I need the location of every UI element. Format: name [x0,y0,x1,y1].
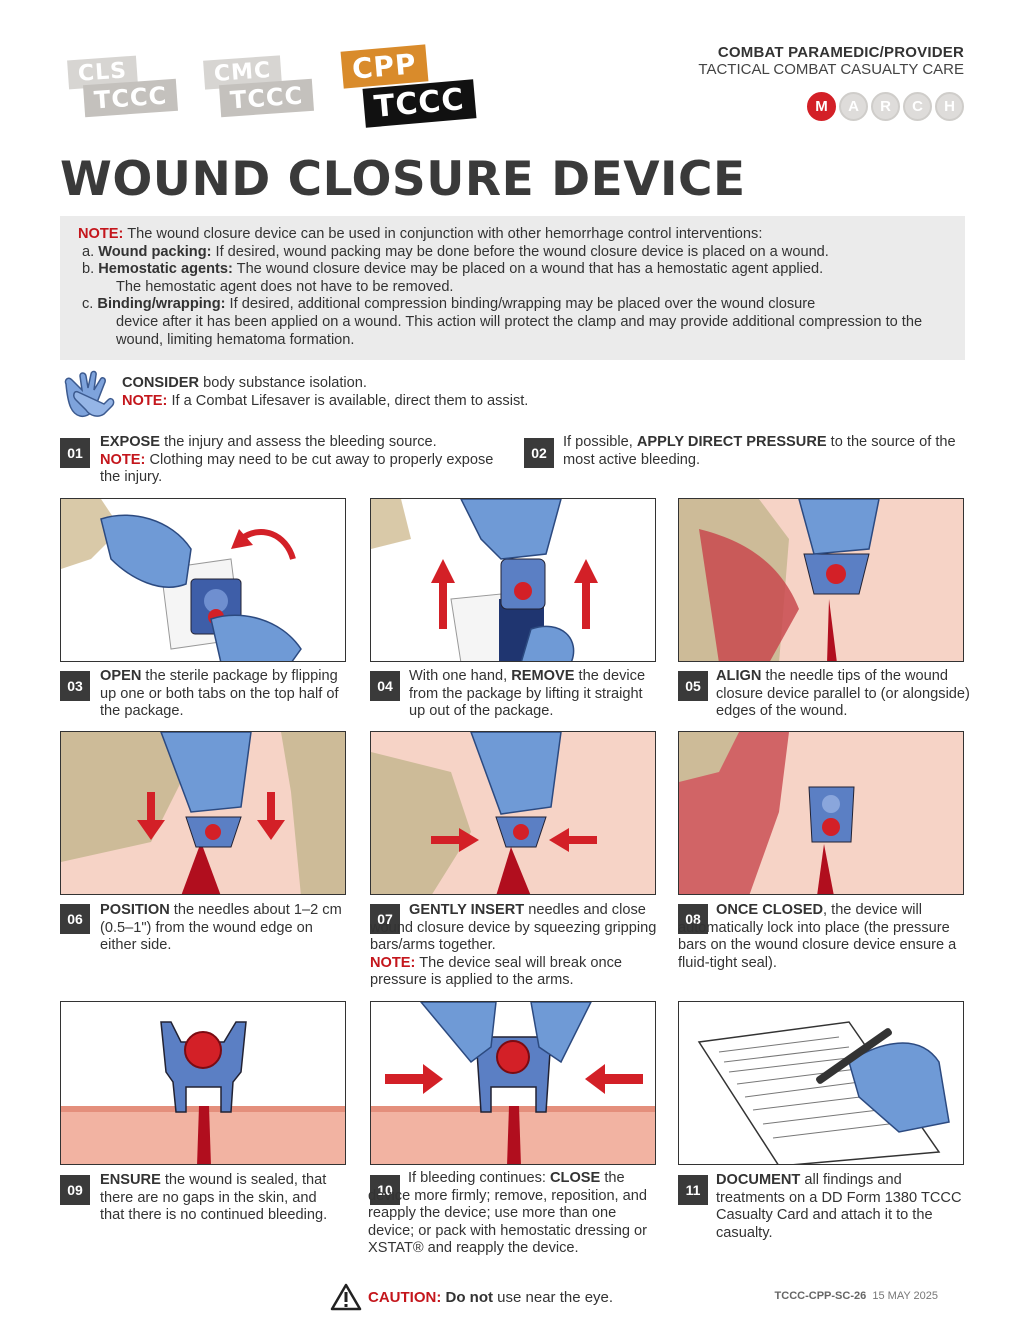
gloves-icon [64,370,115,418]
step-number: 07 [370,904,400,934]
note-box: NOTE: The wound closure device can be us… [60,216,965,360]
march-indicator: M A R C H [807,92,964,121]
note-intro: NOTE: The wound closure device can be us… [78,226,763,242]
footer: TCCC-CPP-SC-26 15 MAY 2025 [775,1290,938,1302]
note-item-c: c. Binding/wrapping: If desired, additio… [82,296,816,313]
caution-row: CAUTION: Do not use near the eye. [330,1283,613,1311]
badge-cls-bottom: TCCC [82,78,179,118]
header-line1: COMBAT PARAMEDIC/PROVIDER [717,44,964,61]
doc-code: TCCC-CPP-SC-26 [774,1290,867,1302]
march-r: R [871,92,900,121]
step-07-text: GENTLY INSERT needles and close wound cl… [370,902,657,989]
step-03-text: OPEN the sterile package by flipping up … [100,668,339,720]
step-number: 04 [370,671,400,701]
step-number: 05 [678,671,708,701]
step-number: 02 [524,438,554,468]
panel-07-illustration [370,731,656,895]
note-item-b: b. Hemostatic agents: The wound closure … [82,261,824,278]
badge-cpp-top: CPP [340,44,429,89]
march-c: C [903,92,932,121]
warning-icon [330,1283,362,1311]
note-label: NOTE: [78,226,124,242]
consider-text: CONSIDER body substance isolation. NOTE:… [122,375,529,409]
panel-11-illustration [678,1001,964,1165]
note-item-c-cont: device after it has been applied on a wo… [116,313,923,348]
step-11-text: DOCUMENT all findings and treatments on … [716,1172,962,1241]
step-number: 06 [60,904,90,934]
panel-08-illustration [678,731,964,895]
step-09-text: ENSURE the wound is sealed, that there a… [100,1172,328,1224]
step-08-text: ONCE CLOSED, the device will automatical… [678,902,957,971]
panel-05-illustration [678,498,964,662]
panel-04-illustration [370,498,656,662]
note-item-a: a. Wound packing: If desired, wound pack… [82,243,829,260]
step-01-text: EXPOSE the injury and assess the bleedin… [100,434,494,486]
badge-cmc-bottom: TCCC [218,78,315,118]
badge-cpp-bottom: TCCC [362,79,477,128]
march-a: A [839,92,868,121]
step-10-text: If bleeding continues: CLOSE the device … [368,1170,648,1257]
step-number: 08 [678,904,708,934]
panel-06-illustration [60,731,346,895]
cls-tccc-badge: CLS TCCC [66,55,186,126]
header-line2: TACTICAL COMBAT CASUALTY CARE [698,61,964,78]
step-number: 09 [60,1175,90,1205]
panel-10-illustration [370,1001,656,1165]
cmc-tccc-badge: CMC TCCC [202,55,322,126]
page-title: WOUND CLOSURE DEVICE [60,152,746,207]
note-item-b-cont: The hemostatic agent does not have to be… [116,278,454,295]
step-06-text: POSITION the needles about 1–2 cm (0.5–1… [100,902,342,954]
march-h: H [935,92,964,121]
cpp-tccc-badge: CPP TCCC [340,44,500,134]
step-number: 11 [678,1175,708,1205]
header-right: COMBAT PARAMEDIC/PROVIDER TACTICAL COMBA… [698,44,964,78]
step-04-text: With one hand, REMOVE the device from th… [409,668,646,720]
step-02-text: If possible, APPLY DIRECT PRESSURE to th… [563,434,956,468]
step-05-text: ALIGN the needle tips of the wound closu… [716,668,970,720]
step-number: 10 [370,1175,400,1205]
step-number: 03 [60,671,90,701]
doc-date: 15 MAY 2025 [872,1290,938,1302]
march-m: M [807,92,836,121]
panel-03-illustration [60,498,346,662]
panel-09-illustration [60,1001,346,1165]
step-number: 01 [60,438,90,468]
